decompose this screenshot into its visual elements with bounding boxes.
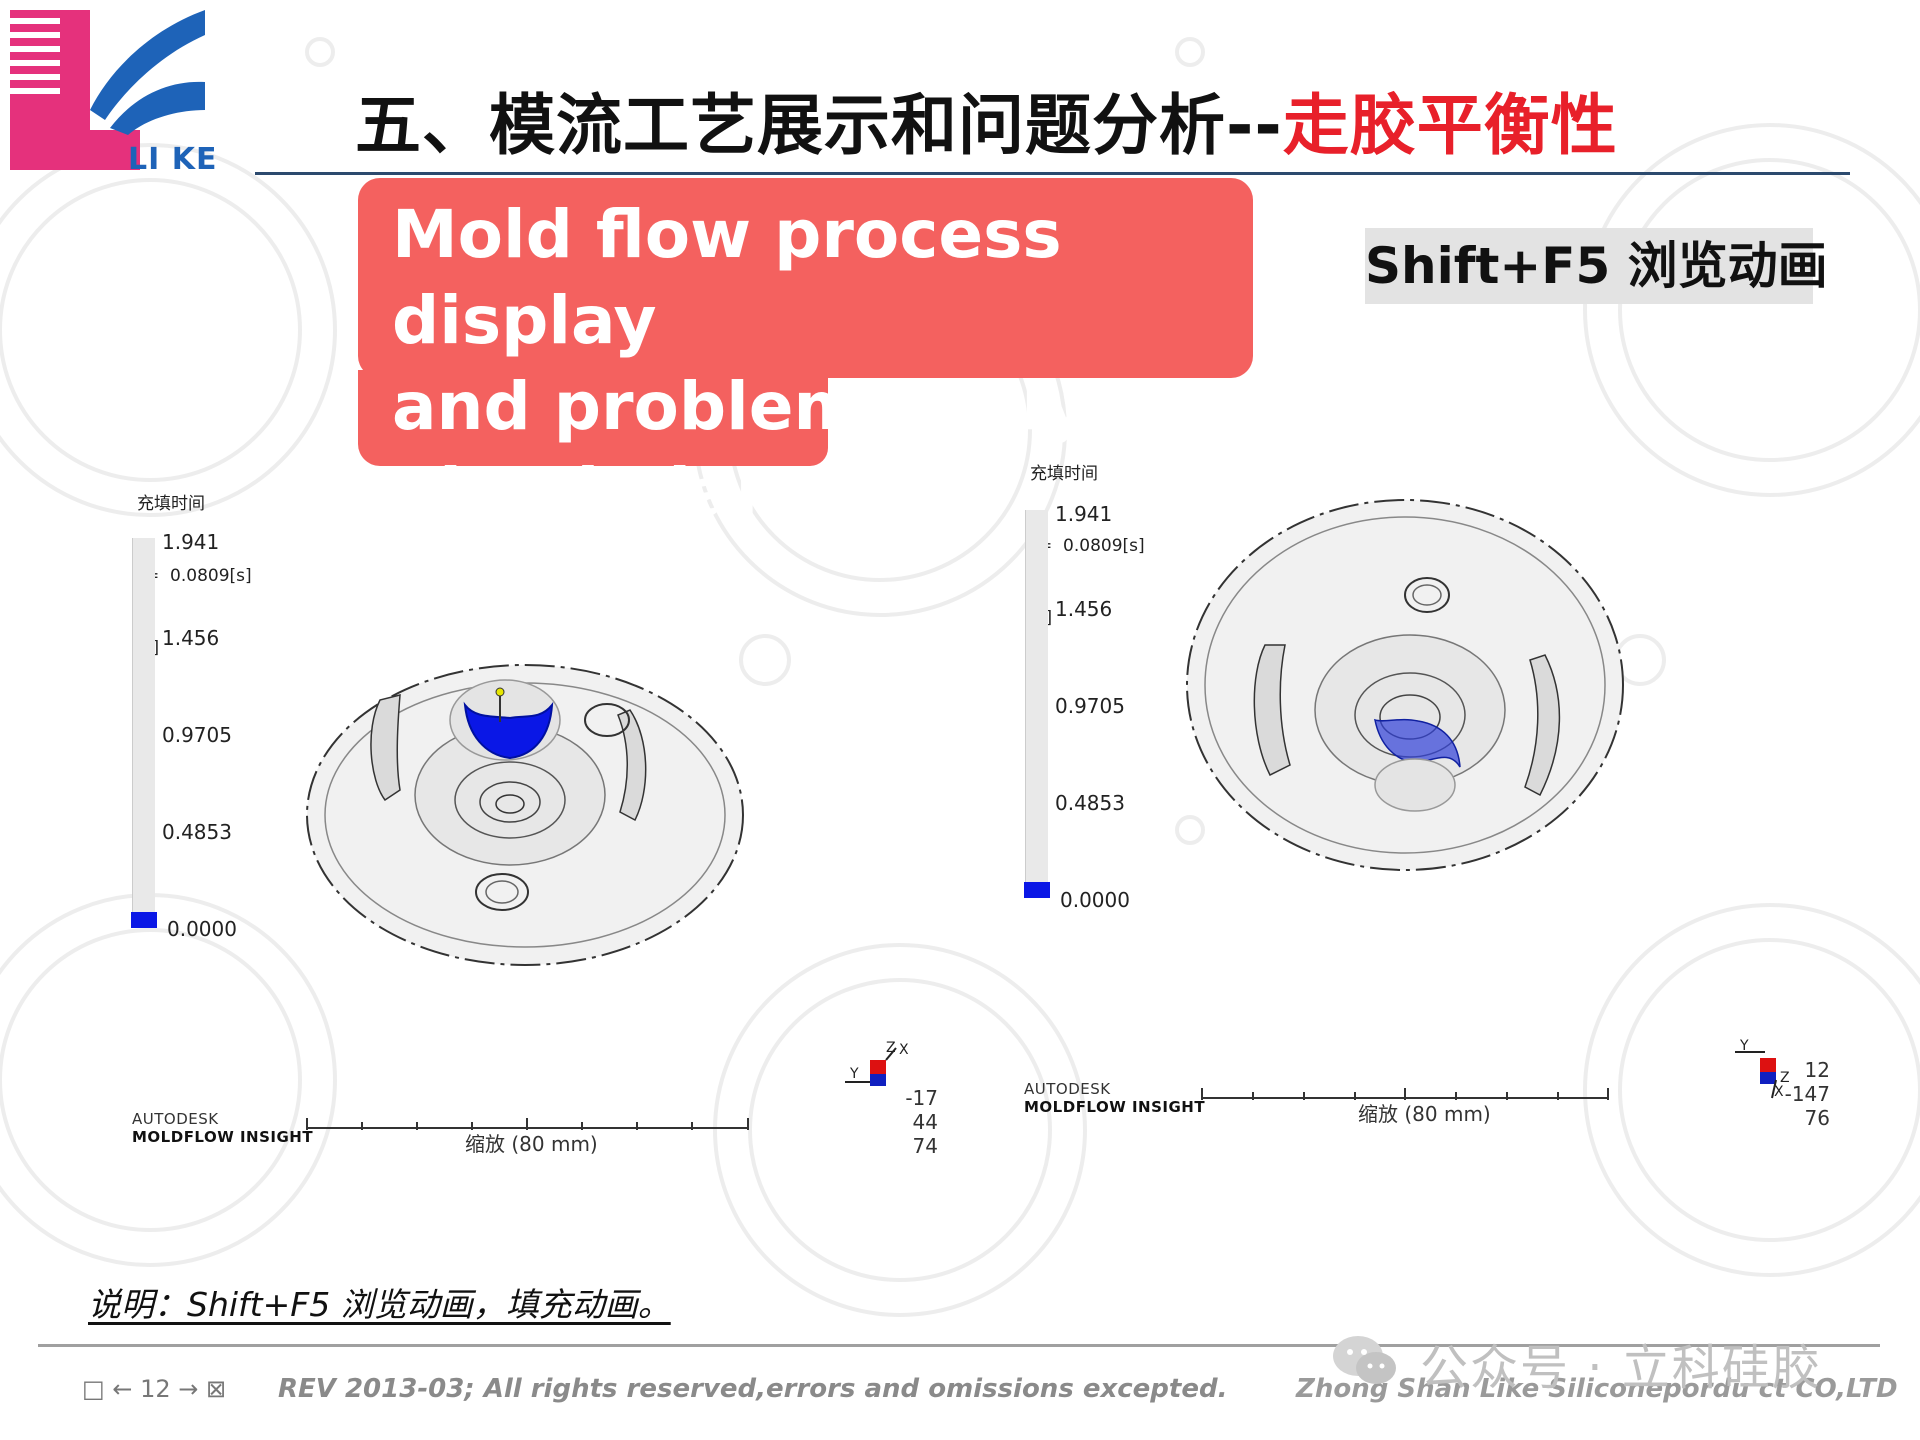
close-box-icon[interactable]: ⊠ — [206, 1375, 227, 1403]
callout-line-2: and problem analysis - — [392, 368, 1239, 445]
right-legend-value: = 0.0809[s] — [1038, 536, 1145, 556]
right-tick: 0.9705 — [1055, 694, 1125, 718]
left-axis-x: X — [899, 1042, 909, 1058]
right-axis-y: Y — [1740, 1038, 1749, 1054]
page-number: 12 — [140, 1375, 171, 1403]
right-tick: 1.941 — [1055, 502, 1113, 526]
callout-text: Mold flow process display and problem an… — [392, 192, 1252, 536]
right-axis-x: X — [1774, 1084, 1784, 1100]
page-title: 五、模流工艺展示和问题分析--走胶平衡性 — [355, 72, 1618, 168]
left-tick: 0.9705 — [162, 723, 232, 747]
company-logo — [10, 10, 205, 170]
right-axis-num: -147 — [1784, 1082, 1830, 1106]
right-brand-bottom: MOLDFLOW INSIGHT — [1024, 1098, 1206, 1116]
right-brand: AUTODESK MOLDFLOW INSIGHT — [1024, 1080, 1205, 1116]
logo-text: LI KE — [128, 142, 218, 177]
right-axis-numbers: 12 -147 76 — [1774, 1058, 1830, 1130]
note-text: 说明：Shift+F5 浏览动画，填充动画。 — [88, 1285, 671, 1324]
left-axis-y: Y — [850, 1066, 859, 1082]
left-mold-model — [306, 664, 744, 966]
left-brand-bottom: MOLDFLOW INSIGHT — [132, 1128, 314, 1146]
title-main: 五、模流工艺展示和问题分析-- — [355, 87, 1283, 164]
left-legend-value: = 0.0809[s] — [145, 566, 252, 586]
right-scale-label: 缩放 (80 mm) — [1358, 1102, 1491, 1126]
right-tick: 0.0000 — [1060, 888, 1130, 912]
left-axis-numbers: -17 44 74 — [890, 1086, 938, 1158]
left-tick: 0.0000 — [167, 917, 237, 941]
callout-box-tail — [358, 370, 828, 466]
callout-line-1: Mold flow process display — [392, 196, 1062, 359]
footer-company: Zhong Shan Like Siliconepordu ct CO,LTD — [1296, 1374, 1898, 1404]
right-legend-bar — [1025, 510, 1048, 884]
left-axis-num: 44 — [912, 1110, 938, 1134]
left-legend-label: 充填时间 — [137, 494, 205, 514]
left-axis-z: Z — [886, 1040, 896, 1056]
left-tick: 0.4853 — [162, 820, 232, 844]
wechat-account: 公众号 · 立科硅胶 — [1420, 1340, 1822, 1396]
left-brand: AUTODESK MOLDFLOW INSIGHT — [132, 1110, 313, 1146]
footer-divider — [38, 1344, 1880, 1347]
left-axis-num: -17 — [905, 1086, 938, 1110]
left-brand-top: AUTODESK — [132, 1110, 219, 1128]
right-legend-fill — [1024, 882, 1050, 898]
right-brand-top: AUTODESK — [1024, 1080, 1111, 1098]
footer-rev: REV 2013-03; All rights reserved,errors … — [278, 1374, 1228, 1404]
left-legend-fill — [131, 912, 157, 928]
title-accent: 走胶平衡性 — [1282, 87, 1618, 164]
arrow-right-icon[interactable]: → — [178, 1375, 199, 1403]
page-icon[interactable]: □ — [82, 1375, 105, 1403]
right-legend-label: 充填时间 — [1030, 464, 1098, 484]
left-legend-bar — [132, 538, 155, 914]
shortcut-badge: Shift+F5 浏览动画 — [1365, 228, 1828, 304]
left-axis-num: 74 — [912, 1134, 938, 1158]
right-mold-model — [1186, 499, 1624, 871]
left-axis-triad — [845, 1047, 897, 1086]
arrow-left-icon[interactable]: ← — [112, 1375, 133, 1403]
right-axis-num: 12 — [1804, 1058, 1830, 1082]
title-divider — [255, 172, 1850, 175]
right-axis-num: 76 — [1804, 1106, 1830, 1130]
right-axis-z: Z — [1780, 1070, 1790, 1086]
left-tick: 1.941 — [162, 530, 220, 554]
callout-line-3: glue balance — [392, 454, 867, 531]
left-tick: 1.456 — [162, 626, 220, 650]
wechat-icon — [1333, 1336, 1396, 1384]
left-scale-label: 缩放 (80 mm) — [465, 1132, 598, 1156]
footer-nav: □ ← 12 → ⊠ — [82, 1375, 226, 1403]
right-axis-triad — [1735, 1051, 1777, 1099]
right-tick: 0.4853 — [1055, 791, 1125, 815]
right-tick: 1.456 — [1055, 597, 1113, 621]
callout-box — [358, 178, 1253, 378]
left-scale-bar — [306, 1118, 749, 1130]
right-scale-bar — [1201, 1088, 1609, 1100]
